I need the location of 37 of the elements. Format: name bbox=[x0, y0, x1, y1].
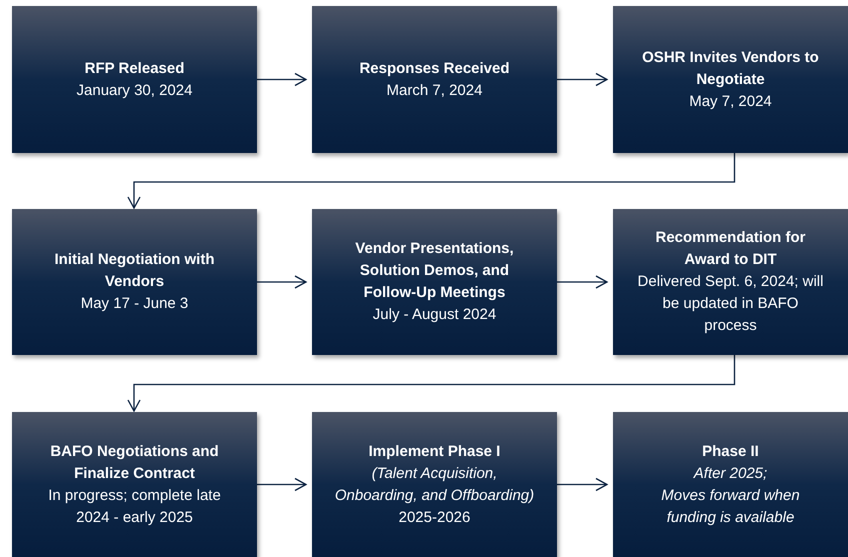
process-box bbox=[312, 6, 557, 153]
step-detail: May 17 - June 3 bbox=[80, 294, 188, 314]
arrow bbox=[257, 478, 307, 492]
step-detail: July - August 2024 bbox=[372, 305, 496, 325]
arrow bbox=[257, 72, 307, 86]
step-title: Responses Received bbox=[359, 58, 510, 78]
step-detail: January 30, 2024 bbox=[76, 80, 192, 100]
arrow bbox=[557, 478, 608, 492]
process-box bbox=[312, 412, 557, 557]
step-title: OSHR Invites Vendors to Negotiate bbox=[641, 48, 820, 90]
process-box bbox=[613, 412, 848, 557]
step-detail: (Talent Acquisition, Onboarding, and Offboarding) bbox=[334, 464, 535, 506]
step-detail: May 7, 2024 bbox=[689, 92, 772, 112]
step-title: Recommendation for Award to DIT bbox=[654, 228, 806, 270]
step-title: Implement Phase I bbox=[368, 442, 500, 462]
process-box bbox=[613, 6, 848, 153]
step-detail: After 2025; bbox=[694, 464, 768, 484]
step-title: Initial Negotiation with Vendors bbox=[54, 250, 216, 292]
step-detail: Delivered Sept. 6, 2024; will be updated in BAFO process bbox=[636, 272, 824, 336]
step-title: Phase II bbox=[702, 442, 759, 462]
arrow bbox=[257, 275, 307, 289]
process-box bbox=[12, 209, 257, 355]
process-box bbox=[12, 412, 257, 557]
process-box bbox=[613, 209, 848, 355]
step-detail: In progress; complete late 2024 - early 2025 bbox=[47, 486, 222, 528]
arrow bbox=[557, 275, 608, 289]
process-box bbox=[312, 209, 557, 355]
arrow bbox=[127, 355, 736, 412]
step-detail: March 7, 2024 bbox=[386, 80, 482, 100]
step-detail: Moves forward when funding is available bbox=[660, 486, 801, 528]
step-detail: 2025-2026 bbox=[398, 508, 470, 528]
process-box bbox=[12, 6, 257, 153]
step-title: Vendor Presentations, Solution Demos, and Follow-Up Meetings bbox=[354, 239, 515, 303]
step-title: BAFO Negotiations and Finalize Contract bbox=[49, 442, 220, 484]
step-title: RFP Released bbox=[84, 58, 184, 78]
arrow bbox=[127, 153, 736, 209]
arrow bbox=[557, 72, 608, 86]
